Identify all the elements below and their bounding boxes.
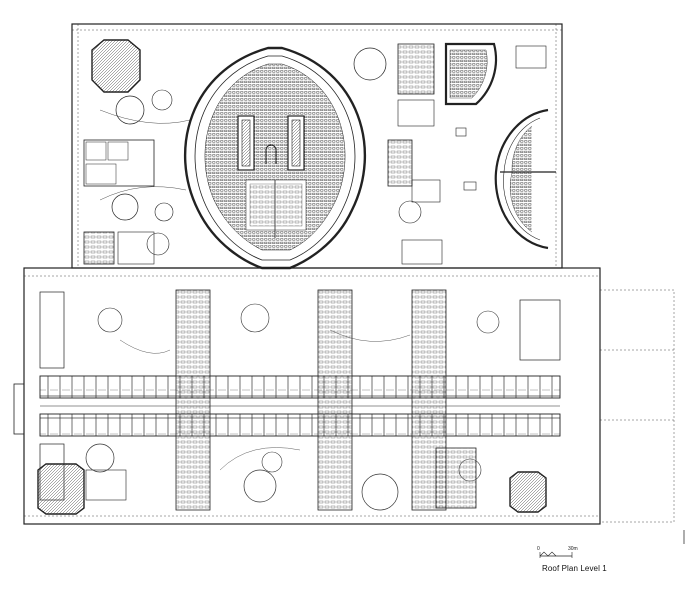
upper-left-wing: [83, 39, 191, 265]
drawing-caption: Roof Plan Level 1: [542, 564, 607, 573]
lower-building-block: [13, 267, 675, 525]
lower-corner-halls: [37, 463, 547, 515]
upper-right-wing: [353, 42, 556, 265]
central-corridor-rooms: [39, 289, 561, 511]
courtyard-trees: [85, 303, 500, 511]
central-oval-auditorium: [184, 46, 366, 270]
scale-bar: 0 30m: [537, 546, 578, 558]
scale-bar-end-label: 30m: [568, 546, 578, 552]
scale-bar-start-label: 0: [537, 546, 540, 552]
